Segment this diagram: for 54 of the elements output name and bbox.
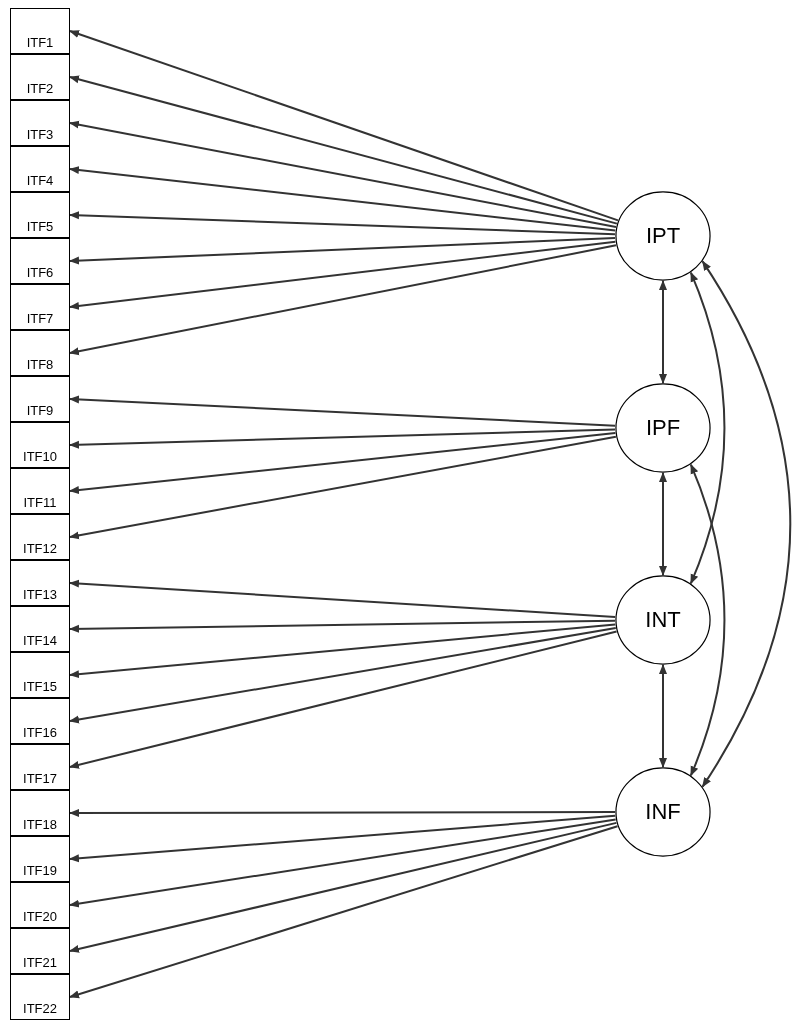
- latent-ellipse: INT: [615, 575, 711, 665]
- variable-box: ITF12: [10, 514, 70, 560]
- variable-box: ITF21: [10, 928, 70, 974]
- variable-box: ITF7: [10, 284, 70, 330]
- arrow: [69, 211, 616, 236]
- arrow: [69, 579, 617, 618]
- variable-box: ITF2: [10, 54, 70, 100]
- arrow: [69, 821, 618, 953]
- double-arrow: [701, 260, 792, 788]
- arrow: [69, 428, 616, 449]
- variable-box: ITF9: [10, 376, 70, 422]
- variable-box: ITF1: [10, 8, 70, 54]
- variable-box: ITF4: [10, 146, 70, 192]
- arrow: [69, 814, 617, 863]
- arrow: [69, 75, 618, 225]
- variable-box: ITF19: [10, 836, 70, 882]
- arrow: [69, 818, 617, 908]
- variable-box: ITF3: [10, 100, 70, 146]
- variable-box: ITF18: [10, 790, 70, 836]
- variable-box: ITF17: [10, 744, 70, 790]
- double-arrow: [689, 463, 726, 777]
- arrow: [69, 435, 617, 540]
- arrow: [69, 240, 617, 310]
- double-arrow: [659, 664, 667, 768]
- variable-box: ITF5: [10, 192, 70, 238]
- arrow: [69, 432, 617, 495]
- arrow: [69, 237, 616, 265]
- latent-ellipse: IPF: [615, 383, 711, 473]
- variable-box: ITF20: [10, 882, 70, 928]
- latent-ellipse: IPT: [615, 191, 711, 281]
- double-arrow: [689, 271, 726, 585]
- variable-box: ITF14: [10, 606, 70, 652]
- arrow: [69, 120, 617, 228]
- variable-box: ITF10: [10, 422, 70, 468]
- variable-box: ITF8: [10, 330, 70, 376]
- variable-box: ITF16: [10, 698, 70, 744]
- arrow: [69, 30, 619, 222]
- arrow: [69, 166, 617, 232]
- variable-box: ITF22: [10, 974, 70, 1020]
- variable-box: ITF6: [10, 238, 70, 284]
- latent-ellipse: INF: [615, 767, 711, 857]
- arrow: [69, 395, 617, 427]
- arrow: [69, 630, 618, 769]
- double-arrow: [659, 472, 667, 576]
- variable-box: ITF13: [10, 560, 70, 606]
- arrow: [69, 623, 617, 679]
- double-arrow: [659, 280, 667, 384]
- variable-box: ITF11: [10, 468, 70, 514]
- arrow: [69, 619, 616, 633]
- arrow: [69, 809, 616, 817]
- variable-box: ITF15: [10, 652, 70, 698]
- arrow: [69, 825, 619, 999]
- arrow: [69, 244, 617, 356]
- arrow: [69, 627, 617, 724]
